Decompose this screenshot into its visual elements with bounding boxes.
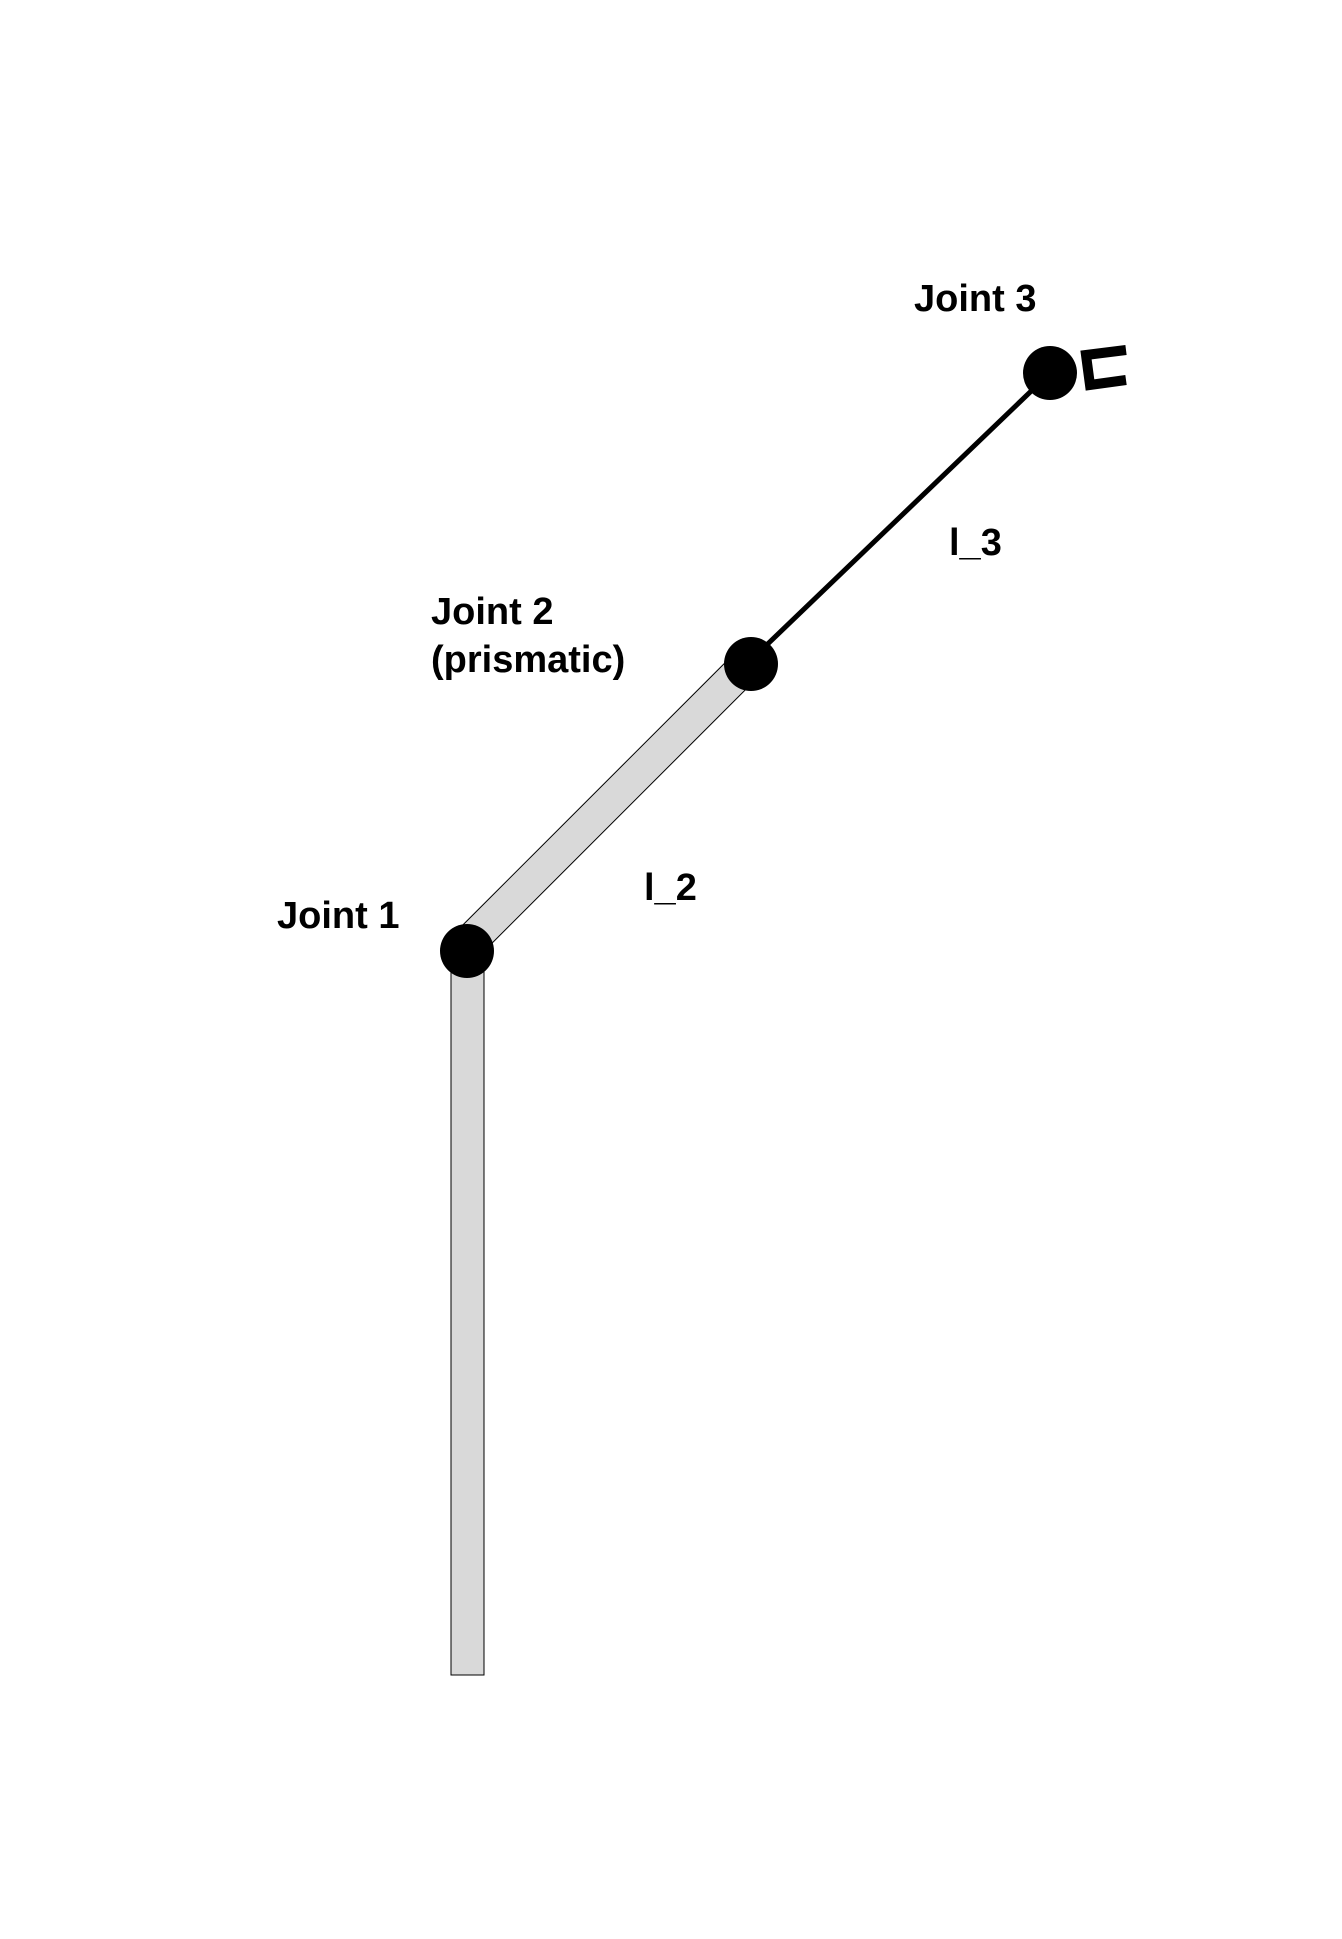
joint-3-label: Joint 3: [914, 278, 1036, 320]
joint-3: [1023, 346, 1077, 400]
joint-2-type-label: (prismatic): [431, 639, 625, 681]
joint-1: [440, 924, 494, 978]
link-3: [749, 371, 1052, 662]
base-link: [450, 954, 485, 1676]
joint-2-label: Joint 2: [431, 591, 553, 633]
joint-1-label: Joint 1: [277, 895, 399, 937]
gripper-icon: [1080, 345, 1127, 391]
joint-2: [724, 637, 778, 691]
link-2-label: l_2: [644, 867, 697, 909]
link-2: [455, 647, 764, 957]
link-3-label: l_3: [949, 522, 1002, 564]
